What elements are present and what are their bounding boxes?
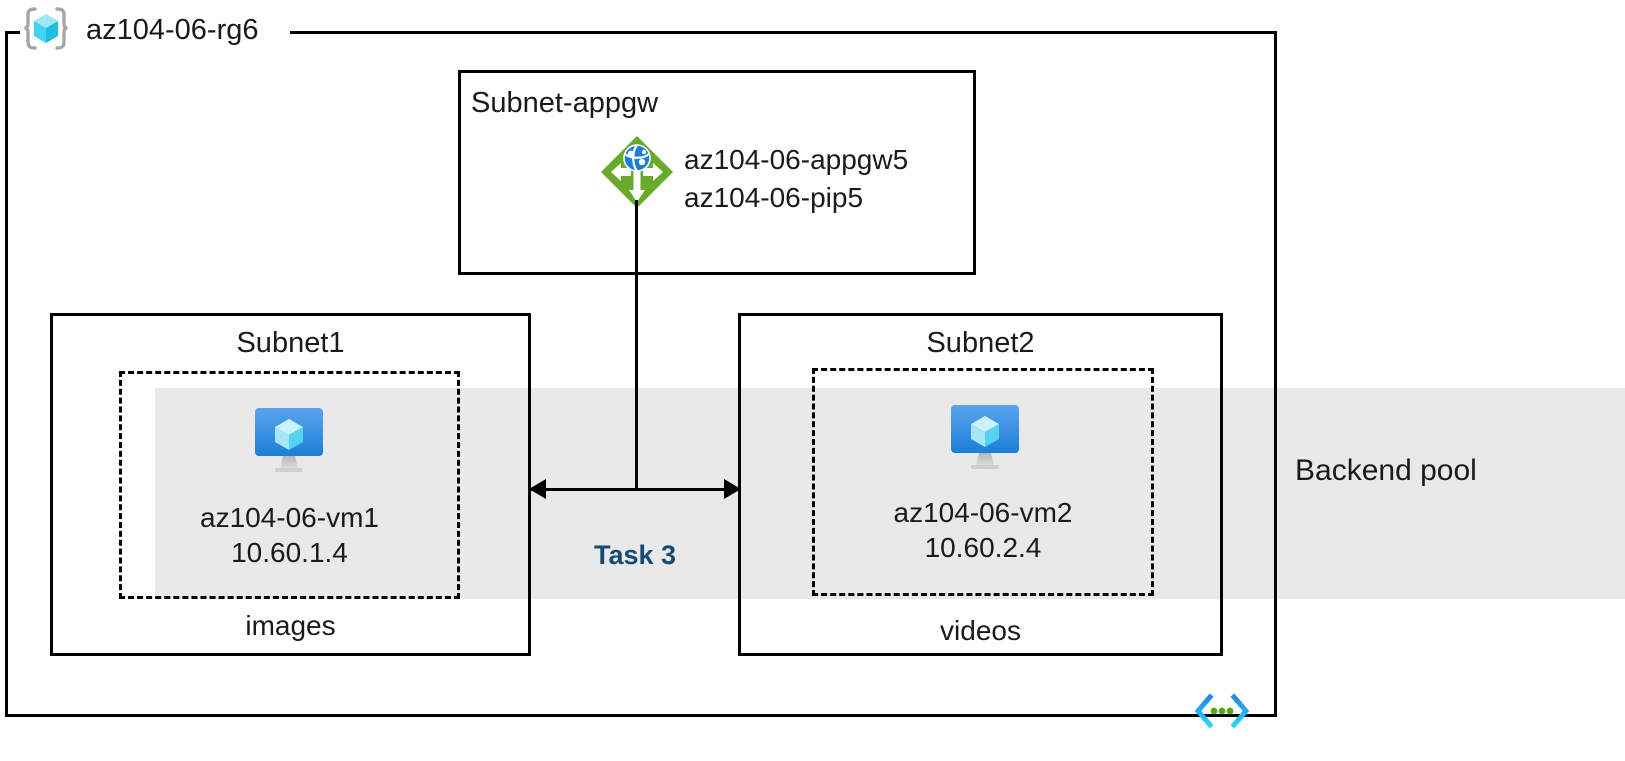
subnet2-nic-boundary (812, 368, 1154, 596)
appgw-name-label: az104-06-appgw5 (684, 144, 909, 175)
subnet1-footer-label: images (245, 610, 336, 641)
subnet1-title: Subnet1 (236, 327, 345, 359)
virtual-network-icon (1194, 693, 1250, 729)
resource-group-boundary (5, 31, 1277, 717)
vm1-ip-label: 10.60.1.4 (231, 537, 348, 568)
vm2-ip-label: 10.60.2.4 (924, 532, 1042, 563)
subnet-appgw-box (458, 70, 976, 275)
backend-pool-band (155, 388, 1625, 599)
resource-group-icon (22, 6, 70, 52)
vm2-name-label: az104-06-vm2 (893, 497, 1073, 528)
subnet1-box (50, 313, 531, 656)
virtual-machine-icon (251, 406, 327, 474)
vm1-name-label: az104-06-vm1 (200, 502, 379, 533)
resource-group-title-mask (20, 22, 290, 42)
subnet-link-line (531, 488, 739, 491)
task-3-label: Task 3 (593, 540, 677, 570)
subnet2-box (738, 313, 1223, 656)
appgw-connector-line (635, 200, 638, 490)
arrowhead-right-icon (724, 479, 741, 499)
appgw-pip-label: az104-06-pip5 (684, 182, 864, 213)
resource-group-title: az104-06-rg6 (86, 14, 259, 46)
backend-pool-label: Backend pool (1295, 454, 1477, 487)
virtual-machine-icon (947, 403, 1023, 471)
subnet-appgw-title: Subnet-appgw (471, 87, 659, 119)
subnet1-nic-boundary (119, 371, 460, 599)
subnet2-footer-label: videos (940, 615, 1021, 646)
application-gateway-icon (599, 134, 675, 210)
subnet2-title: Subnet2 (926, 327, 1035, 359)
arrowhead-left-icon (529, 479, 546, 499)
